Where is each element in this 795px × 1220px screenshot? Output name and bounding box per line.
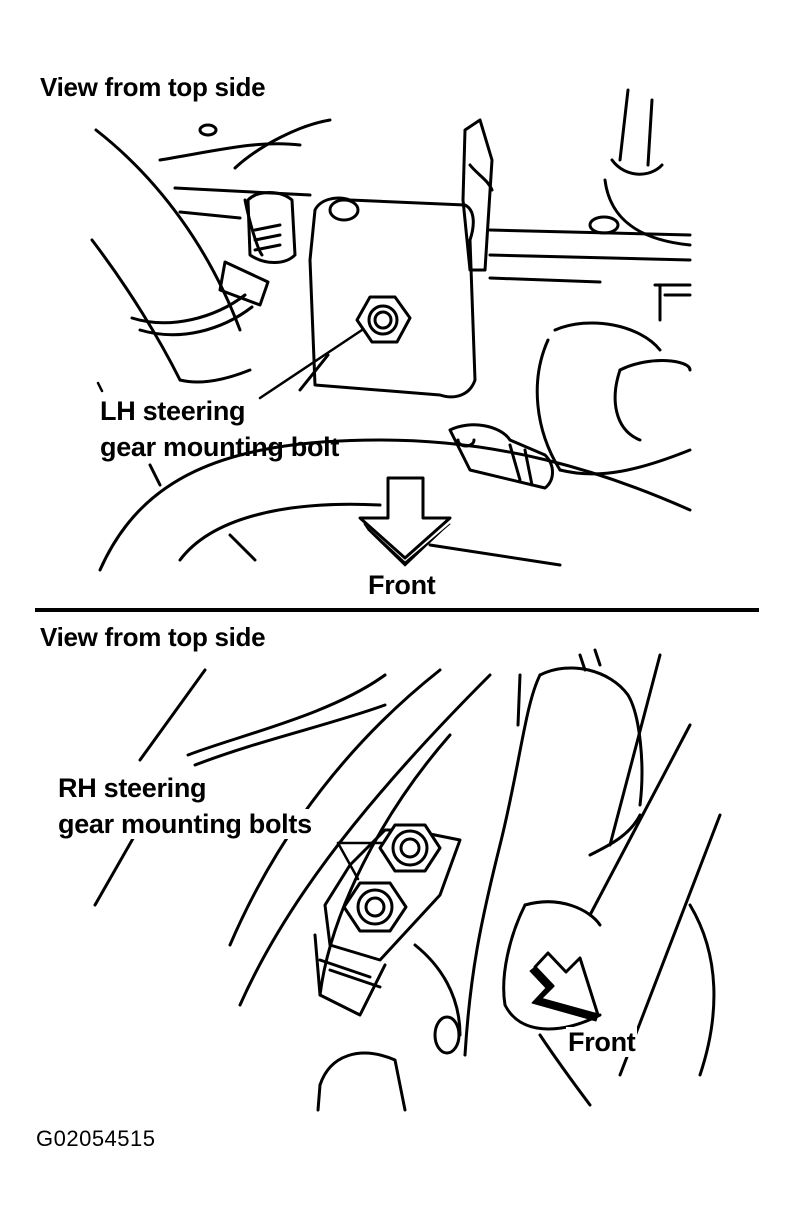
lh-mounting-bolt — [355, 295, 412, 344]
lh-engine-bay-illustration — [90, 88, 692, 572]
figure-id: G02054515 — [36, 1126, 156, 1151]
rh-callout-line1: RH steering — [56, 769, 209, 807]
front-arrow-top — [358, 476, 452, 567]
rh-mounting-bolt-upper — [378, 823, 442, 873]
bottom-view-panel: View from top side RH steering gear moun… — [0, 615, 795, 1115]
rh-engine-bay-illustration — [93, 648, 722, 1112]
rh-mounting-bolt-lower — [342, 881, 408, 933]
bottom-front-label-text: Front — [566, 1027, 638, 1057]
rh-callout-line2-text: gear mounting bolts — [56, 809, 314, 839]
top-front-label: Front — [368, 570, 436, 600]
lh-callout-line2: gear mounting bolt — [100, 432, 340, 462]
top-view-title: View from top side — [40, 72, 266, 102]
panel-divider — [35, 608, 759, 612]
bottom-front-label: Front — [566, 1023, 638, 1061]
front-arrow-bottom — [529, 951, 600, 1022]
rh-callout-line1-text: RH steering — [56, 773, 209, 803]
rh-callout-line2: gear mounting bolts — [56, 805, 314, 843]
top-view-panel: View from top side LH steering gear moun… — [0, 0, 795, 605]
lh-callout-line1: LH steering — [100, 396, 246, 426]
bottom-view-title: View from top side — [40, 622, 266, 652]
